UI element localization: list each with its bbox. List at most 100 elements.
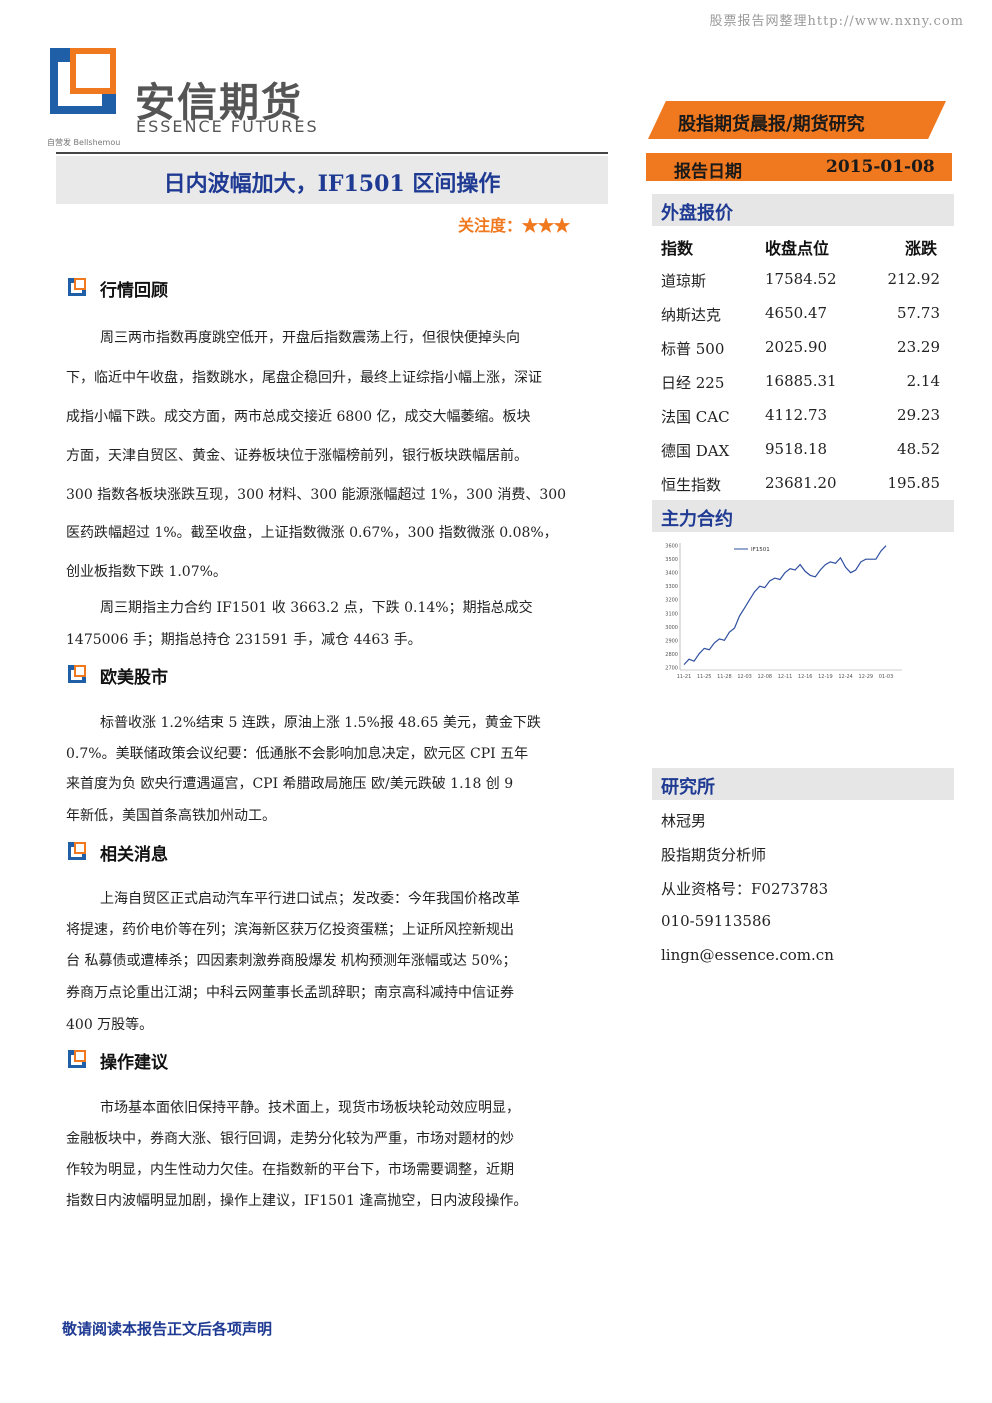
research-line: 股指期货分析师 xyxy=(661,846,767,864)
paragraph-line: 标普收涨 1.2%结束 5 连跌，原油上涨 1.5%报 48.65 美元，黄金下… xyxy=(100,715,541,731)
quote-close-value: 4112.73 xyxy=(765,406,828,424)
paragraph-line: 创业板指数下跌 1.07%。 xyxy=(66,564,227,580)
paragraph-line: 金融板块中，券商大涨、银行回调，走势分化较为严重，市场对题材的炒 xyxy=(66,1131,514,1147)
paragraph-line: 方面，天津自贸区、黄金、证券板块位于涨幅榜前列，银行板块跌幅居前。 xyxy=(66,448,528,464)
section-bullet-icon xyxy=(68,1050,86,1068)
quote-close-value: 17584.52 xyxy=(765,270,837,288)
chart-y-tick-label: 3000 xyxy=(665,625,678,631)
research-line: lingn@essence.com.cn xyxy=(661,946,834,964)
paragraph-line: 下，临近中午收盘，指数跳水，尾盘企稳回升，最终上证综指小幅上涨，深证 xyxy=(66,370,542,386)
title-rule xyxy=(56,152,608,154)
quote-change-value: 195.85 xyxy=(887,474,941,492)
section-bullet-icon xyxy=(68,665,86,683)
report-date-bar: 报告日期 2015-01-08 xyxy=(646,153,952,182)
paragraph-line: 上海自贸区正式启动汽车平行进口试点；发改委：今年我国价格改革 xyxy=(100,891,520,907)
col-header-index: 指数 xyxy=(661,239,694,258)
chart-y-tick-label: 3400 xyxy=(665,571,678,577)
chart-y-tick-label: 3300 xyxy=(665,584,678,590)
if1501-line-chart: 2700 2800 2900 3000 3100 3200 3300 3400 3500 3600… xyxy=(665,543,902,680)
chart-y-tick-label: 2800 xyxy=(665,652,678,658)
chart-x-tick-label: 01-03 xyxy=(879,674,894,680)
chart-x-tick-label: 12-16 xyxy=(798,674,813,680)
quote-index-name: 德国 DAX xyxy=(661,442,730,460)
chart-y-tick-label: 2900 xyxy=(665,638,678,644)
disclaimer-link[interactable]: 敬请阅读本报告正文后各项声明 xyxy=(62,1320,273,1338)
chart-y-tick-label: 2700 xyxy=(665,665,678,671)
chart-x-tick-label: 12-19 xyxy=(818,674,833,680)
chart-x-tick-label: 12-24 xyxy=(838,674,853,680)
chart-x-tick-label: 11-25 xyxy=(697,674,712,680)
paragraph-line: 周三期指主力合约 IF1501 收 3663.2 点，下跌 0.14%；期指总成… xyxy=(100,600,533,616)
chart-x-tick-label: 12-11 xyxy=(778,674,793,680)
col-header-change: 涨跌 xyxy=(905,239,938,258)
chart-x-tick-label: 12-29 xyxy=(859,674,874,680)
quote-close-value: 16885.31 xyxy=(765,372,837,390)
chart-x-tick-label: 12-03 xyxy=(737,674,752,680)
report-date-label: 报告日期 xyxy=(674,162,742,182)
section-title: 相关消息 xyxy=(100,845,168,865)
chart-y-tick-label: 3200 xyxy=(665,598,678,604)
report-type-label: 股指期货晨报/期货研究 xyxy=(678,114,865,135)
quote-index-name: 标普 500 xyxy=(661,340,725,358)
paragraph-line: 来首度为负 欧央行遭遇逼宫，CPI 希腊政局施压 欧/美元跌破 1.18 创 9 xyxy=(66,776,514,792)
quote-index-name: 日经 225 xyxy=(661,374,725,392)
watermark-text: 股票报告网整理http://www.nxny.com xyxy=(709,14,964,29)
chart-x-tick-label: 12-08 xyxy=(758,674,773,680)
quote-index-name: 恒生指数 xyxy=(661,476,722,494)
paragraph-line: 券商万点论重出江湖；中科云网董事长孟凯辞职；南京高科减持中信证券 xyxy=(66,985,514,1001)
quote-change-value: 48.52 xyxy=(897,440,940,458)
paragraph-line: 市场基本面依旧保持平静。技术面上，现货市场板块轮动效应明显， xyxy=(100,1100,520,1116)
research-line: 从业资格号：F0273783 xyxy=(661,880,829,898)
logo-chinese-name: 安信期货 xyxy=(135,80,303,126)
quote-index-name: 法国 CAC xyxy=(661,408,730,426)
paragraph-line: 将提速，药价电价等在列；滨海新区获万亿投资蛋糕；上证所风控新规出 xyxy=(66,922,514,938)
chart-series-line xyxy=(683,545,887,666)
foreign-quotes-header: 外盘报价 xyxy=(652,194,954,226)
quote-change-value: 2.14 xyxy=(906,372,940,390)
quote-change-value: 29.23 xyxy=(897,406,940,424)
section-title: 操作建议 xyxy=(100,1053,168,1073)
paragraph-line: 台 私募债或遭棒杀；四因素刺激券商股爆发 机构预测年涨幅或达 50%； xyxy=(66,953,517,969)
chart-y-tick-label: 3100 xyxy=(665,611,678,617)
title-box xyxy=(56,156,608,204)
chart-y-tick-label: 3500 xyxy=(665,557,678,563)
section-title: 欧美股市 xyxy=(100,668,168,688)
section-bullet-icon xyxy=(68,278,86,296)
research-line: 010-59113586 xyxy=(661,912,772,930)
report-title: 日内波幅加大，IF1501 区间操作 xyxy=(163,171,501,197)
section-bullet-icon xyxy=(68,842,86,860)
logo-english-name: ESSENCE FUTURES xyxy=(136,117,319,136)
essence-logo-icon xyxy=(50,48,116,114)
paragraph-line: 成指小幅下跌。成交方面，两市总成交接近 6800 亿，成交大幅萎缩。板块 xyxy=(66,409,531,425)
paragraph-line: 周三两市指数再度跳空低开，开盘后指数震荡上行，但很快便掉头向 xyxy=(100,330,520,346)
main-contract-title: 主力合约 xyxy=(661,509,733,530)
research-title: 研究所 xyxy=(661,777,715,798)
focus-rating: 关注度：★★★ xyxy=(458,216,571,235)
chart-y-tick-label: 3600 xyxy=(665,544,678,550)
chart-x-tick-label: 11-21 xyxy=(677,674,692,680)
paragraph-line: 1475006 手；期指总持仓 231591 手，减仓 4463 手。 xyxy=(66,632,422,648)
quote-index-name: 道琼斯 xyxy=(661,272,707,290)
chart-x-tick-label: 11-28 xyxy=(717,674,732,680)
logo-small-text: 自营发 Bellshemou xyxy=(47,138,121,147)
foreign-quotes-title: 外盘报价 xyxy=(661,203,733,224)
paragraph-line: 年新低，美国首条高铁加州动工。 xyxy=(66,808,276,824)
paragraph-line: 400 万股等。 xyxy=(66,1017,154,1033)
paragraph-line: 0.7%。美联储政策会议纪要：低通胀不会影响加息决定，欧元区 CPI 五年 xyxy=(66,746,529,762)
paragraph-line: 医药跌幅超过 1%。截至收盘，上证指数微涨 0.67%，300 指数微涨 0.0… xyxy=(66,525,558,541)
quote-close-value: 23681.20 xyxy=(765,474,837,492)
quote-change-value: 212.92 xyxy=(887,270,941,288)
paragraph-line: 作较为明显，内生性动力欠佳。在指数新的平台下，市场需要调整，近期 xyxy=(66,1162,514,1178)
report-date-value: 2015-01-08 xyxy=(826,157,935,177)
section-title: 行情回顾 xyxy=(100,281,168,301)
quote-close-value: 4650.47 xyxy=(765,304,828,322)
paragraph-line: 300 指数各板块涨跌互现，300 材料、300 能源涨幅超过 1%，300 消… xyxy=(66,487,567,503)
report-type-banner xyxy=(648,101,946,139)
col-header-close: 收盘点位 xyxy=(765,239,830,258)
quote-index-name: 纳斯达克 xyxy=(661,306,722,324)
quote-close-value: 2025.90 xyxy=(765,338,828,356)
main-contract-header: 主力合约 xyxy=(652,500,954,532)
research-line: 林冠男 xyxy=(661,812,707,830)
chart-legend-label: IF1501 xyxy=(751,547,770,553)
research-header: 研究所 xyxy=(652,768,954,800)
